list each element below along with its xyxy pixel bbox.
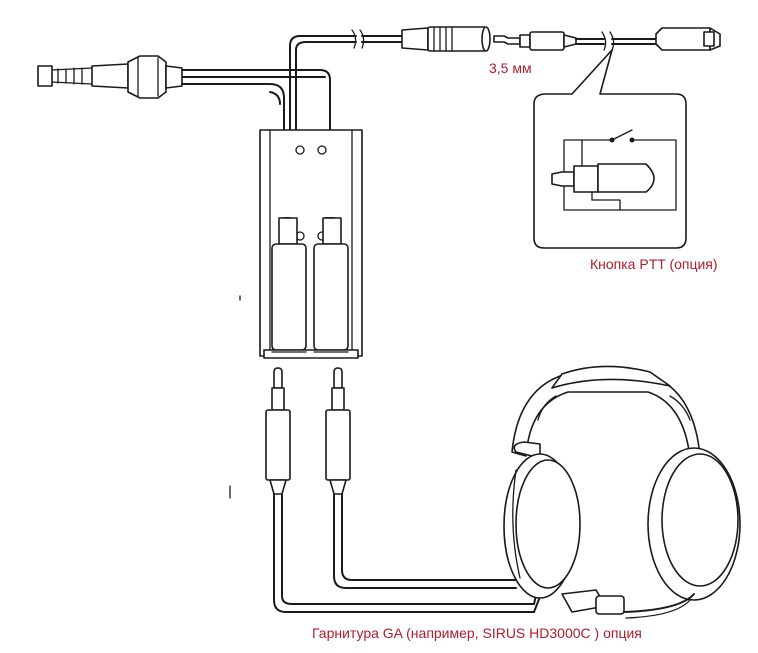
adapter-box <box>259 129 363 359</box>
headset <box>503 365 741 619</box>
headset-plug-left <box>265 367 535 613</box>
ptt-callout <box>533 49 687 249</box>
upper-cable <box>289 29 403 219</box>
jack-size-label: 3,5 мм <box>489 60 532 76</box>
socket-35mm <box>401 26 491 52</box>
main-cable <box>181 69 331 219</box>
headset-label: Гарнитура GA (например, SIRUS HD3000C ) … <box>312 625 642 641</box>
ptt-button-label: Кнопка PTT (опция) <box>590 256 718 272</box>
plug-35mm <box>493 27 721 51</box>
power-connector <box>37 55 183 99</box>
